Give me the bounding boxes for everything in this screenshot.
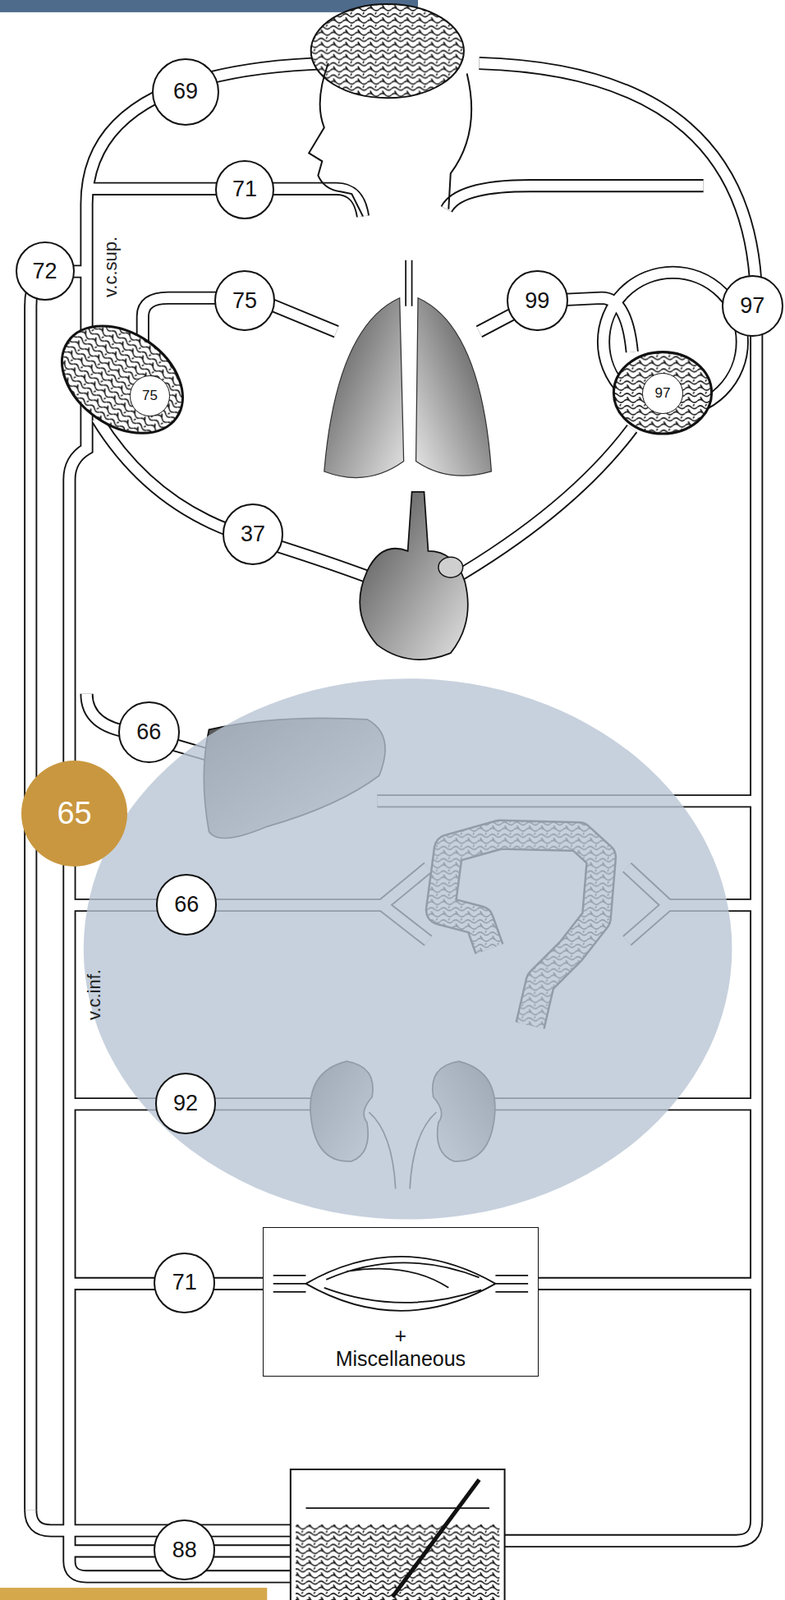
saturation-circle: 71 <box>215 160 275 220</box>
callout-number: 99 <box>524 288 550 314</box>
vessel-lumen <box>30 63 757 1576</box>
saturation-circle: 99 <box>506 270 568 331</box>
left-atrium <box>613 352 712 434</box>
right-atrium <box>41 303 203 455</box>
heart <box>359 491 469 660</box>
left-lung <box>324 298 404 478</box>
callout-number: 71 <box>232 176 258 202</box>
callout-number: 69 <box>173 78 198 105</box>
callout-number: 92 <box>173 1090 198 1116</box>
trachea <box>405 260 412 307</box>
callout-number: 75 <box>232 288 258 314</box>
vessel-label: v.c.inf. <box>85 968 104 1020</box>
tissue-label: + <box>394 1323 408 1348</box>
saturation-circle: 71 <box>153 1252 215 1313</box>
tissue-label: Miscellaneous <box>335 1346 466 1371</box>
skin-surface <box>305 1506 489 1509</box>
saturation-circle: 92 <box>155 1072 216 1134</box>
saturation-circle: 97 <box>721 275 783 336</box>
highlight-circle: 65 <box>21 760 128 867</box>
callout-number: 97 <box>655 385 671 402</box>
needle <box>392 1478 480 1597</box>
callout-number: 88 <box>172 1537 198 1563</box>
heart-appendage <box>438 556 464 578</box>
saturation-circle: 88 <box>153 1519 215 1580</box>
brain <box>311 4 464 98</box>
saturation-circle: 37 <box>222 503 284 565</box>
callout-number: 37 <box>240 521 266 547</box>
saturation-circle: 69 <box>151 58 220 126</box>
callout-number: 66 <box>174 891 199 918</box>
inner-circle: 97 <box>642 372 684 414</box>
saturation-circle: 75 <box>214 270 276 331</box>
saturation-circle: 72 <box>15 241 75 301</box>
muscle-symbol <box>273 1256 528 1311</box>
callout-number: 65 <box>56 795 92 832</box>
callout-number: 97 <box>739 293 765 319</box>
callout-number: 72 <box>32 258 58 285</box>
vessel-outline <box>30 63 757 1576</box>
highlight-region <box>83 678 733 1219</box>
vessel-label: v.c.sup. <box>101 236 120 298</box>
tissue-box: +Miscellaneous <box>262 1226 538 1378</box>
skin-box <box>290 1469 505 1600</box>
callout-number: 75 <box>142 387 158 404</box>
footer-bar <box>0 1587 267 1600</box>
callout-number: 71 <box>172 1269 198 1295</box>
inner-circle: 75 <box>129 375 171 417</box>
head-profile <box>308 63 472 216</box>
saturation-circle: 66 <box>156 873 217 935</box>
right-lung <box>416 298 492 476</box>
saturation-circle: 66 <box>118 701 180 763</box>
callout-number: 66 <box>136 719 161 745</box>
